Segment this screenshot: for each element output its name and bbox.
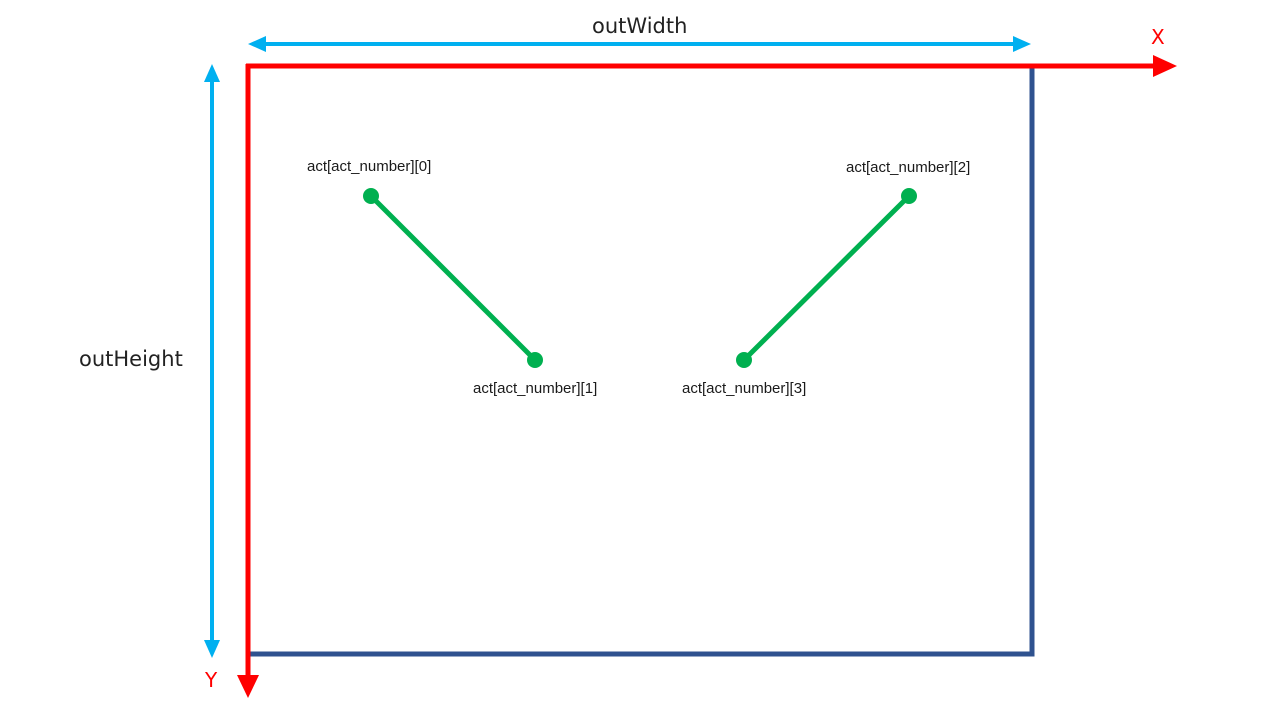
output-frame [248,63,1035,657]
segment-right [742,194,911,362]
y-axis-arrowhead [237,675,259,698]
height-arrowhead-top [204,64,220,82]
height-label: outHeight [79,347,183,371]
point-3-dot [736,352,752,368]
x-axis-arrowhead [1153,55,1177,77]
x-axis-label: X [1151,25,1165,49]
point-1-label: act[act_number][1] [473,380,598,397]
height-arrowhead-bottom [204,640,220,658]
width-arrowhead-left [248,36,266,52]
point-1-dot [527,352,543,368]
point-2-dot [901,188,917,204]
point-2-label: act[act_number][2] [846,159,971,176]
width-arrowhead-right [1013,36,1031,52]
point-0-dot [363,188,379,204]
width-label: outWidth [592,14,688,38]
point-3-label: act[act_number][3] [682,380,807,397]
segment-left [369,194,537,362]
y-axis-label: Y [205,668,218,692]
point-0-label: act[act_number][0] [307,158,432,175]
